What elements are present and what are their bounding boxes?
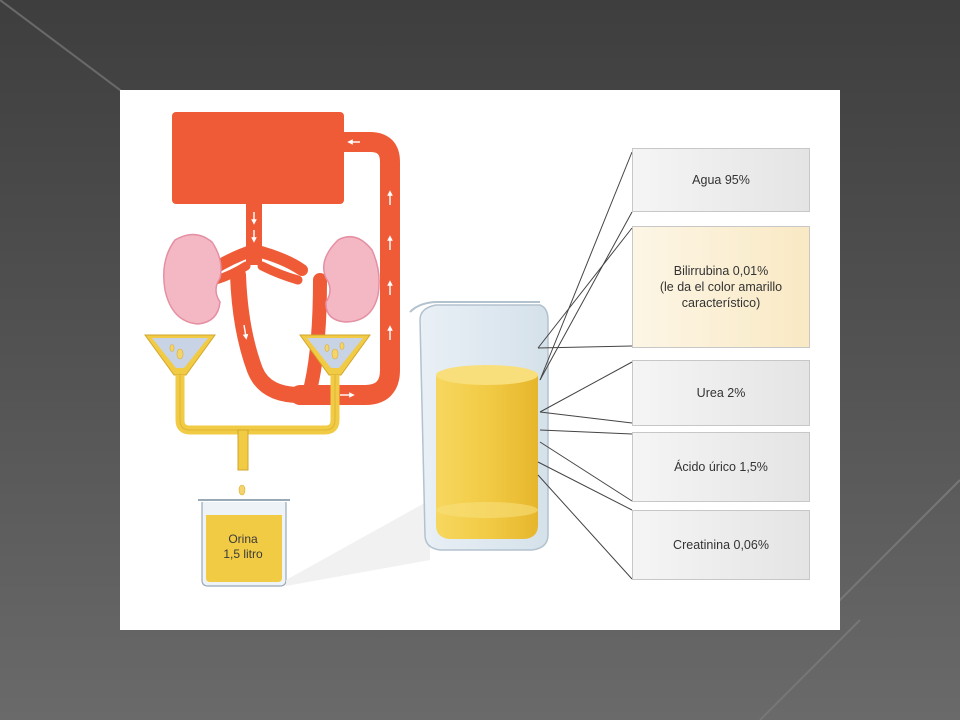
small-beaker-line1: Orina — [228, 532, 258, 546]
component-acido-urico: Ácido úrico 1,5% — [632, 432, 810, 502]
large-beaker — [409, 301, 549, 551]
left-kidney — [163, 233, 222, 325]
return-vessel — [290, 132, 400, 405]
heart-block — [172, 112, 344, 204]
urine-composition-diagram: Agua 95% Bilirrubina 0,01% (le da el col… — [120, 90, 840, 630]
right-kidney — [323, 235, 380, 323]
small-beaker-label: Orina 1,5 litro — [210, 532, 276, 562]
component-agua: Agua 95% — [632, 148, 810, 212]
component-bilirrubina: Bilirrubina 0,01% (le da el color amaril… — [632, 226, 810, 348]
small-beaker — [198, 499, 290, 587]
component-urea: Urea 2% — [632, 360, 810, 426]
callout-lines — [537, 151, 633, 580]
diagram-artwork — [144, 112, 633, 587]
small-beaker-line2: 1,5 litro — [223, 547, 263, 561]
component-creatinina: Creatinina 0,06% — [632, 510, 810, 580]
